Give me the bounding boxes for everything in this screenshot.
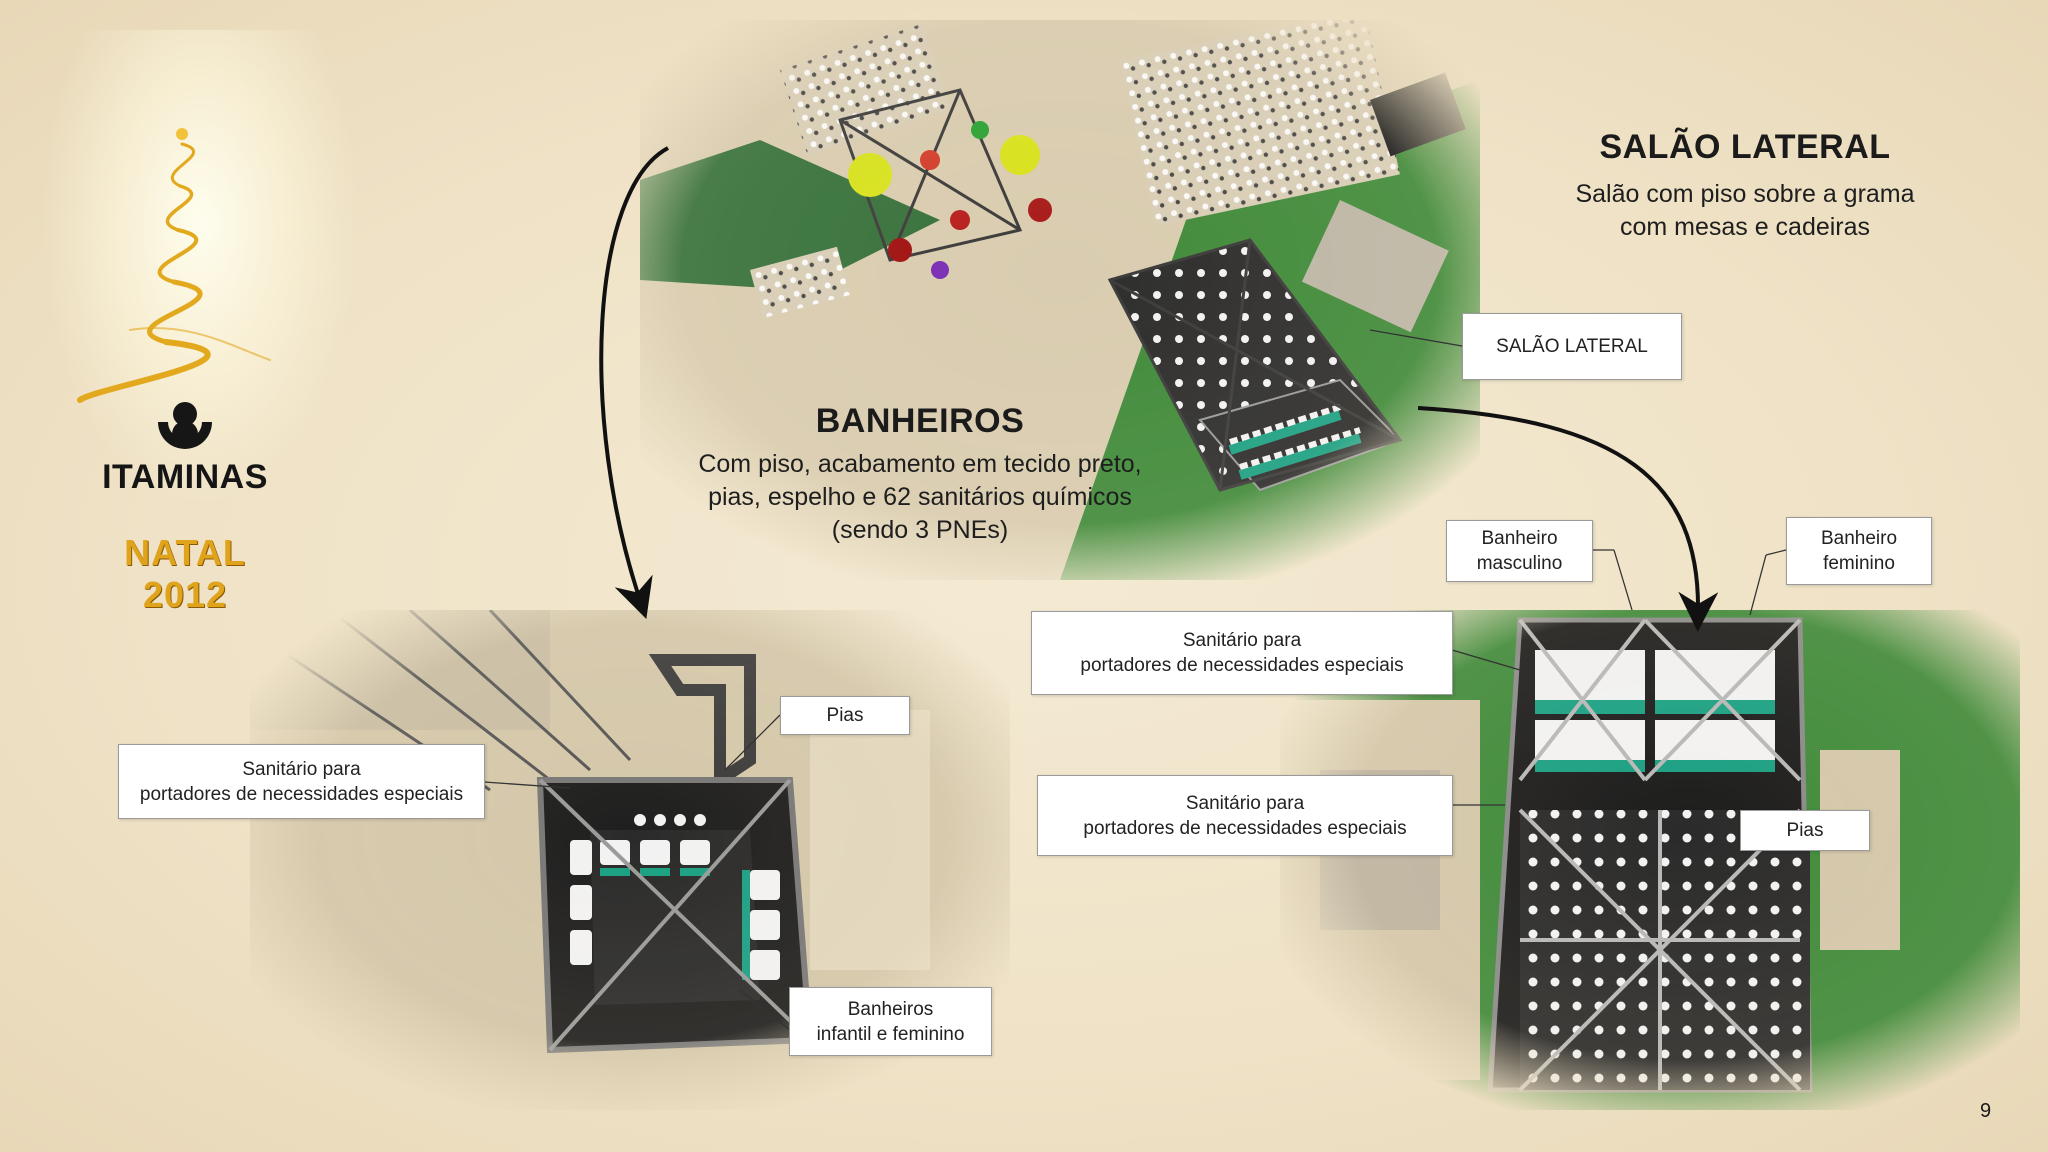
callout-pne-rt-line2: portadores de necessidades especiais xyxy=(1080,655,1404,676)
callout-pias-right: Pias xyxy=(1740,810,1870,851)
banheiros-desc-line2: pias, espelho e 62 sanitários químicos xyxy=(708,483,1132,511)
callout-salao-lateral-text: SALÃO LATERAL xyxy=(1496,336,1648,357)
callout-infantil-line2: infantil e feminino xyxy=(816,1023,965,1045)
banheiro-right-render xyxy=(1280,610,2020,1110)
page-number: 9 xyxy=(1980,1100,1992,1122)
callout-sanitario-pne-right-bottom: Sanitário para portadores de necessidade… xyxy=(1037,775,1453,856)
salao-desc-line2: com mesas e cadeiras xyxy=(1619,213,1871,241)
callout-pne-rb-line2: portadores de necessidades especiais xyxy=(1083,817,1407,839)
banheiros-desc-line1: Com piso, acabamento em tecido preto, xyxy=(698,450,1142,478)
christmas-tree-icon xyxy=(77,128,271,403)
arrow-right xyxy=(1417,406,1719,632)
callout-pias-right-text: Pias xyxy=(1786,820,1824,841)
callout-pne-rb-line1: Sanitário para xyxy=(1185,792,1305,814)
banheiros-title: BANHEIROS xyxy=(815,402,1025,440)
banheiro-left-render xyxy=(250,610,1010,1110)
callout-banheiro-masculino-line2: masculino xyxy=(1476,553,1563,574)
callout-pias-left: Pias xyxy=(780,696,910,735)
event-line-natal: NATAL xyxy=(124,532,246,573)
callout-pne-left-line2: portadores de necessidades especiais xyxy=(139,783,464,805)
callout-banheiros-infantil-feminino: Banheiros infantil e feminino xyxy=(789,987,992,1056)
salao-description: Salão com piso sobre a grama com mesas e… xyxy=(1530,178,1960,244)
callout-infantil-line1: Banheiros xyxy=(847,998,934,1020)
callout-salao-lateral: SALÃO LATERAL xyxy=(1462,313,1682,380)
salao-title: SALÃO LATERAL xyxy=(1599,128,1891,166)
banheiros-description: Com piso, acabamento em tecido preto, pi… xyxy=(660,448,1180,547)
salao-desc-line1: Salão com piso sobre a grama xyxy=(1575,180,1915,208)
callout-sanitario-pne-right-top: Sanitário para portadores de necessidade… xyxy=(1031,611,1453,695)
banheiros-desc-line3: (sendo 3 PNEs) xyxy=(831,516,1009,544)
callout-sanitario-pne-left: Sanitário para portadores de necessidade… xyxy=(118,744,485,819)
callout-banheiro-masculino: Banheiro masculino xyxy=(1446,520,1593,582)
arrow-left xyxy=(599,146,669,619)
callout-pne-rt-line1: Sanitário para xyxy=(1182,630,1302,651)
callout-banheiro-feminino: Banheiro feminino xyxy=(1786,517,1932,585)
callout-pias-left-text: Pias xyxy=(826,705,864,726)
itaminas-logo-icon xyxy=(158,402,212,449)
overview-render xyxy=(640,20,1480,580)
callout-banheiro-feminino-line1: Banheiro xyxy=(1820,528,1898,549)
callout-banheiro-masculino-line1: Banheiro xyxy=(1481,528,1558,549)
event-line-year: 2012 xyxy=(142,574,228,615)
callout-banheiro-feminino-line2: feminino xyxy=(1823,553,1895,574)
brand-name: ITAMINAS xyxy=(102,458,268,496)
event-year: NATAL 2012 xyxy=(100,532,270,616)
callout-pne-left-line1: Sanitário para xyxy=(242,758,361,780)
